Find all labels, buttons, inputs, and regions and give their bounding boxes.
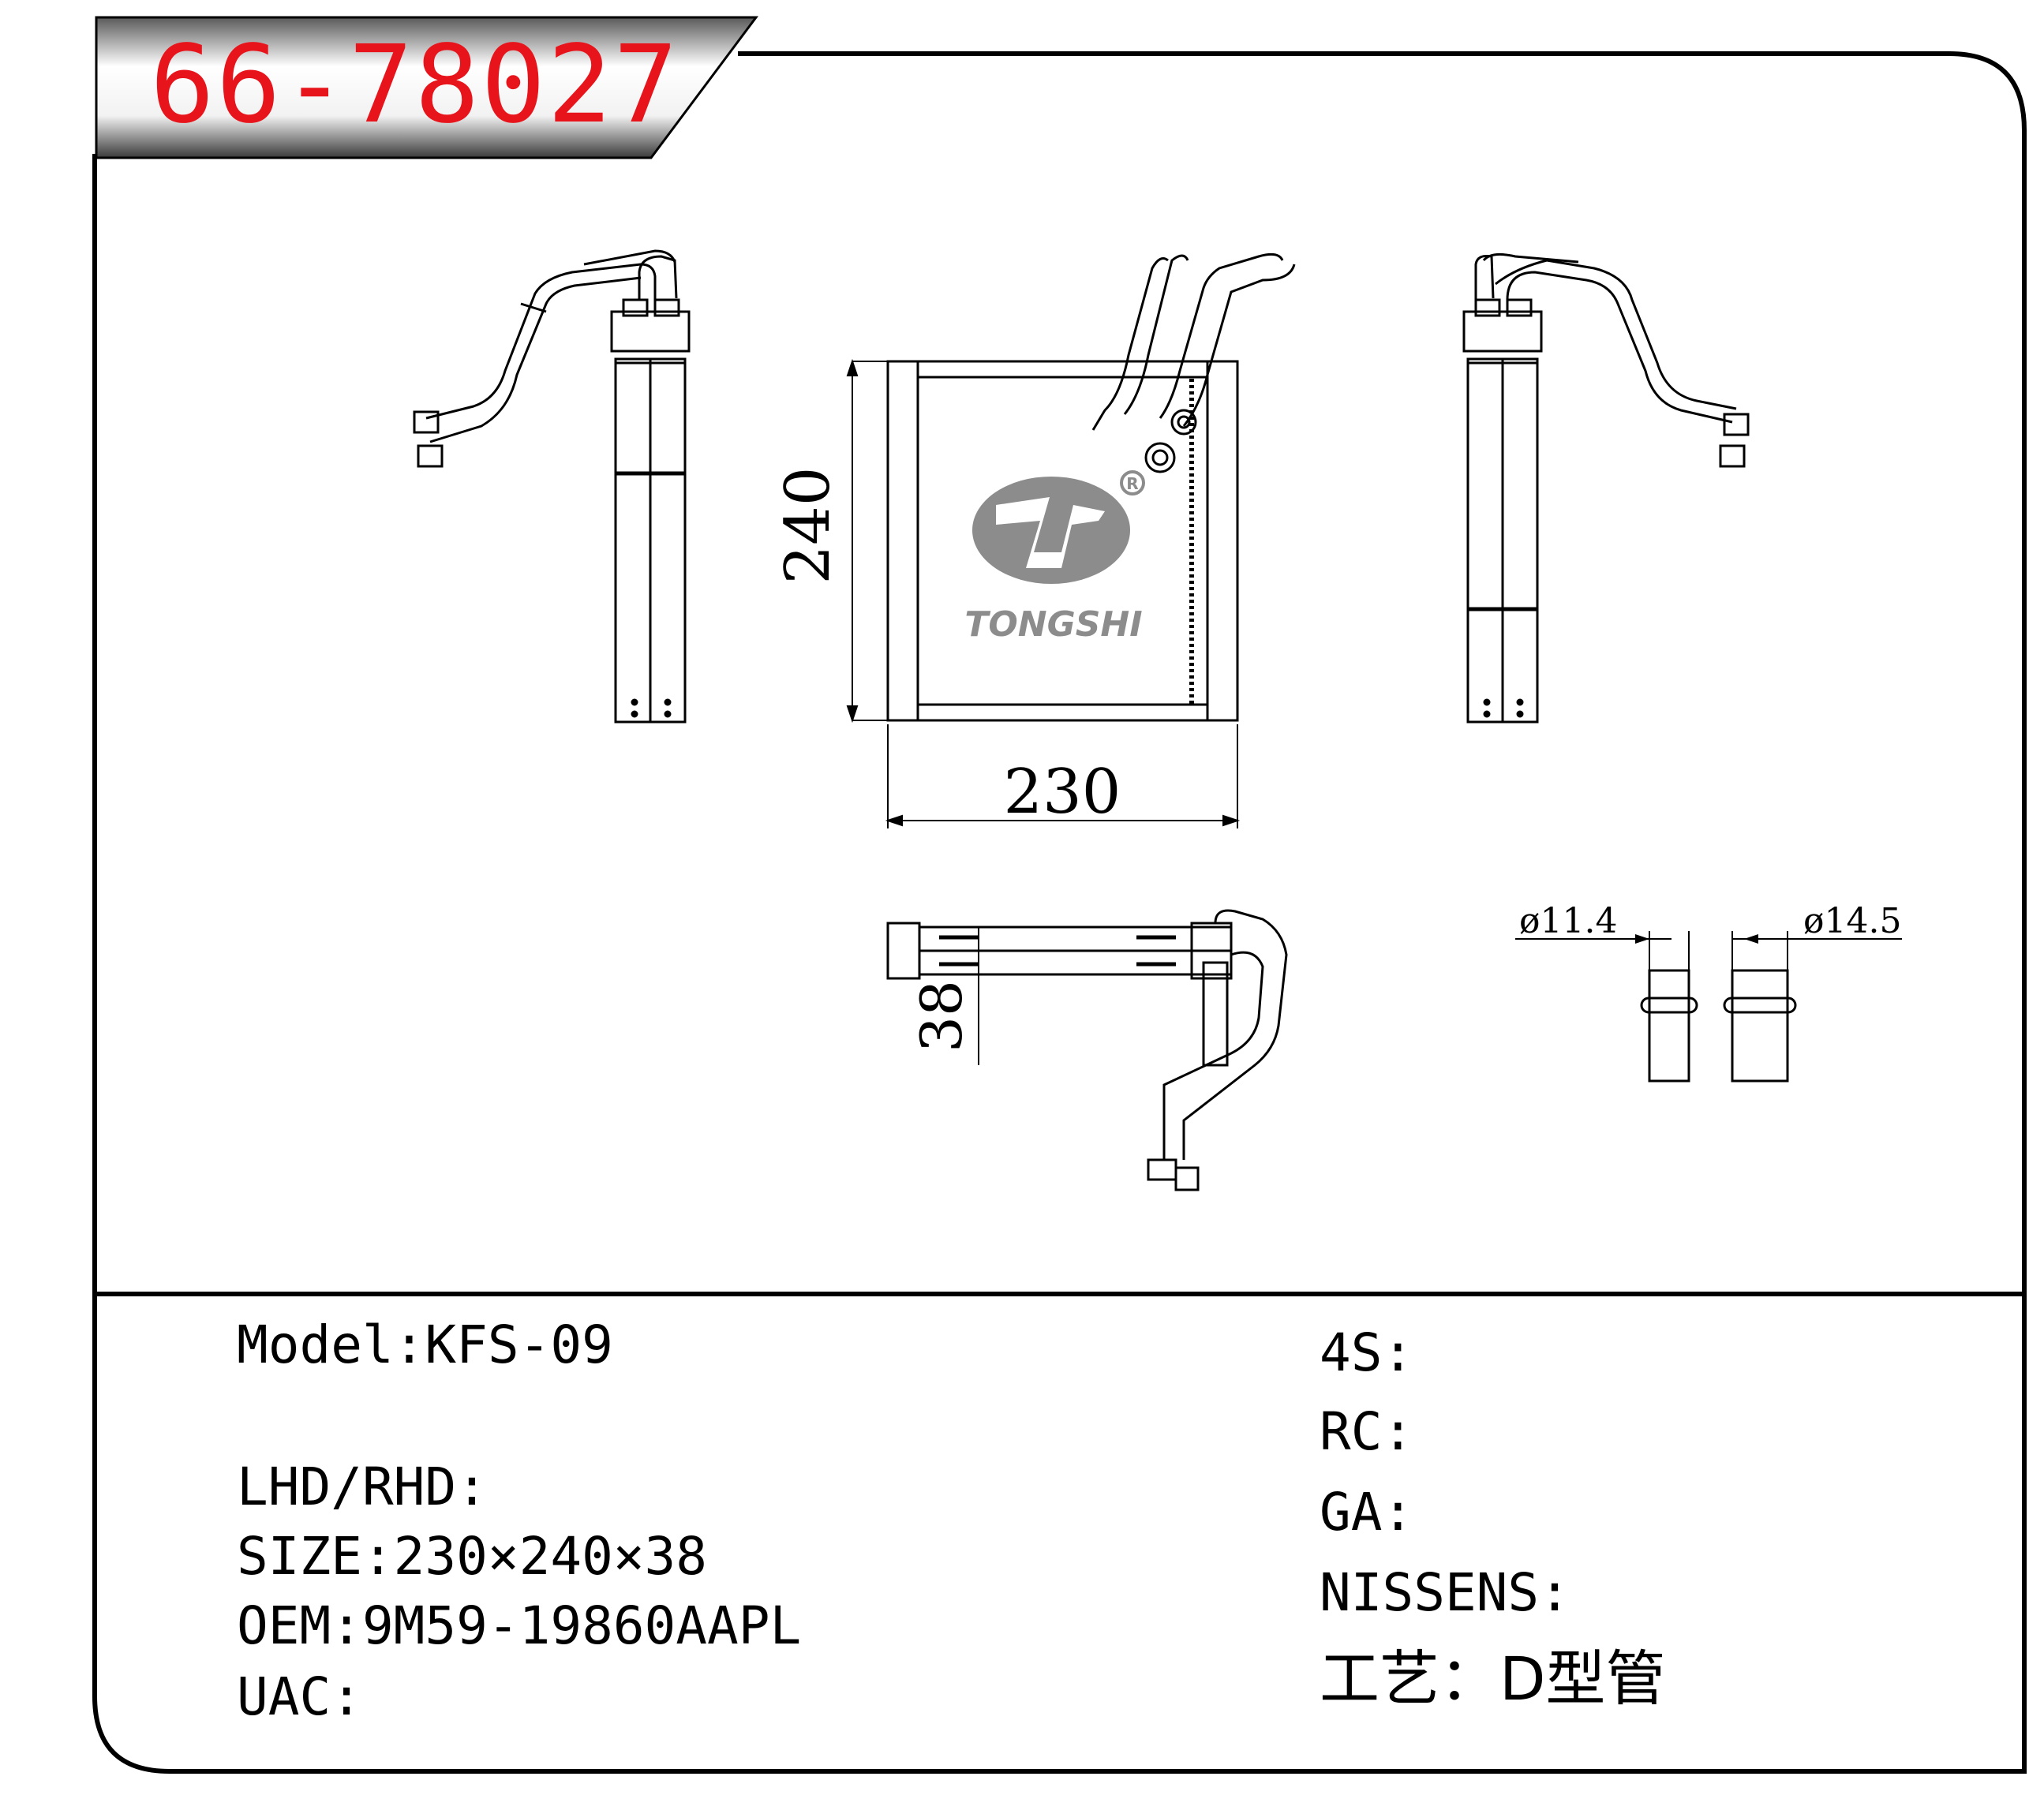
top-view: [886, 909, 1288, 1191]
part-number: 66-78027: [150, 23, 680, 148]
spec-uac: UAC:: [237, 1666, 362, 1727]
tongshi-logo: R TONGSHI: [964, 470, 1145, 645]
brand-name: TONGSHI: [964, 604, 1142, 645]
spec-ga: GA:: [1320, 1482, 1414, 1543]
pipe-diameter-details: [1515, 931, 1902, 1083]
spec-model: Model:KFS-09: [237, 1314, 613, 1375]
spec-4s: 4S:: [1320, 1322, 1414, 1383]
spec-process: 工艺：D型管: [1320, 1644, 1666, 1714]
side-view-right: [1462, 252, 1750, 724]
depth-dimension-label: 38: [908, 980, 975, 1053]
spec-rc: RC:: [1320, 1401, 1414, 1462]
header-tab: [95, 16, 758, 159]
width-dimension-label: 230: [1004, 757, 1121, 828]
inlet-diameter-label: ø11.4: [1519, 901, 1617, 941]
height-dimension-label: 240: [773, 467, 844, 585]
spec-size: SIZE:230×240×38: [237, 1526, 708, 1587]
front-view-core: [886, 252, 1296, 722]
spec-lhd-rhd: LHD/RHD:: [237, 1457, 488, 1517]
spec-oem: OEM:9M59-19860AAPL: [237, 1595, 802, 1656]
outer-frame: [92, 51, 2027, 1774]
side-view-left: [413, 249, 691, 724]
outlet-diameter-label: ø14.5: [1803, 901, 1901, 941]
registered-mark: R: [1126, 474, 1138, 493]
spec-nissens: NISSENS:: [1320, 1562, 1570, 1623]
dimension-lines-front: [846, 358, 1241, 828]
